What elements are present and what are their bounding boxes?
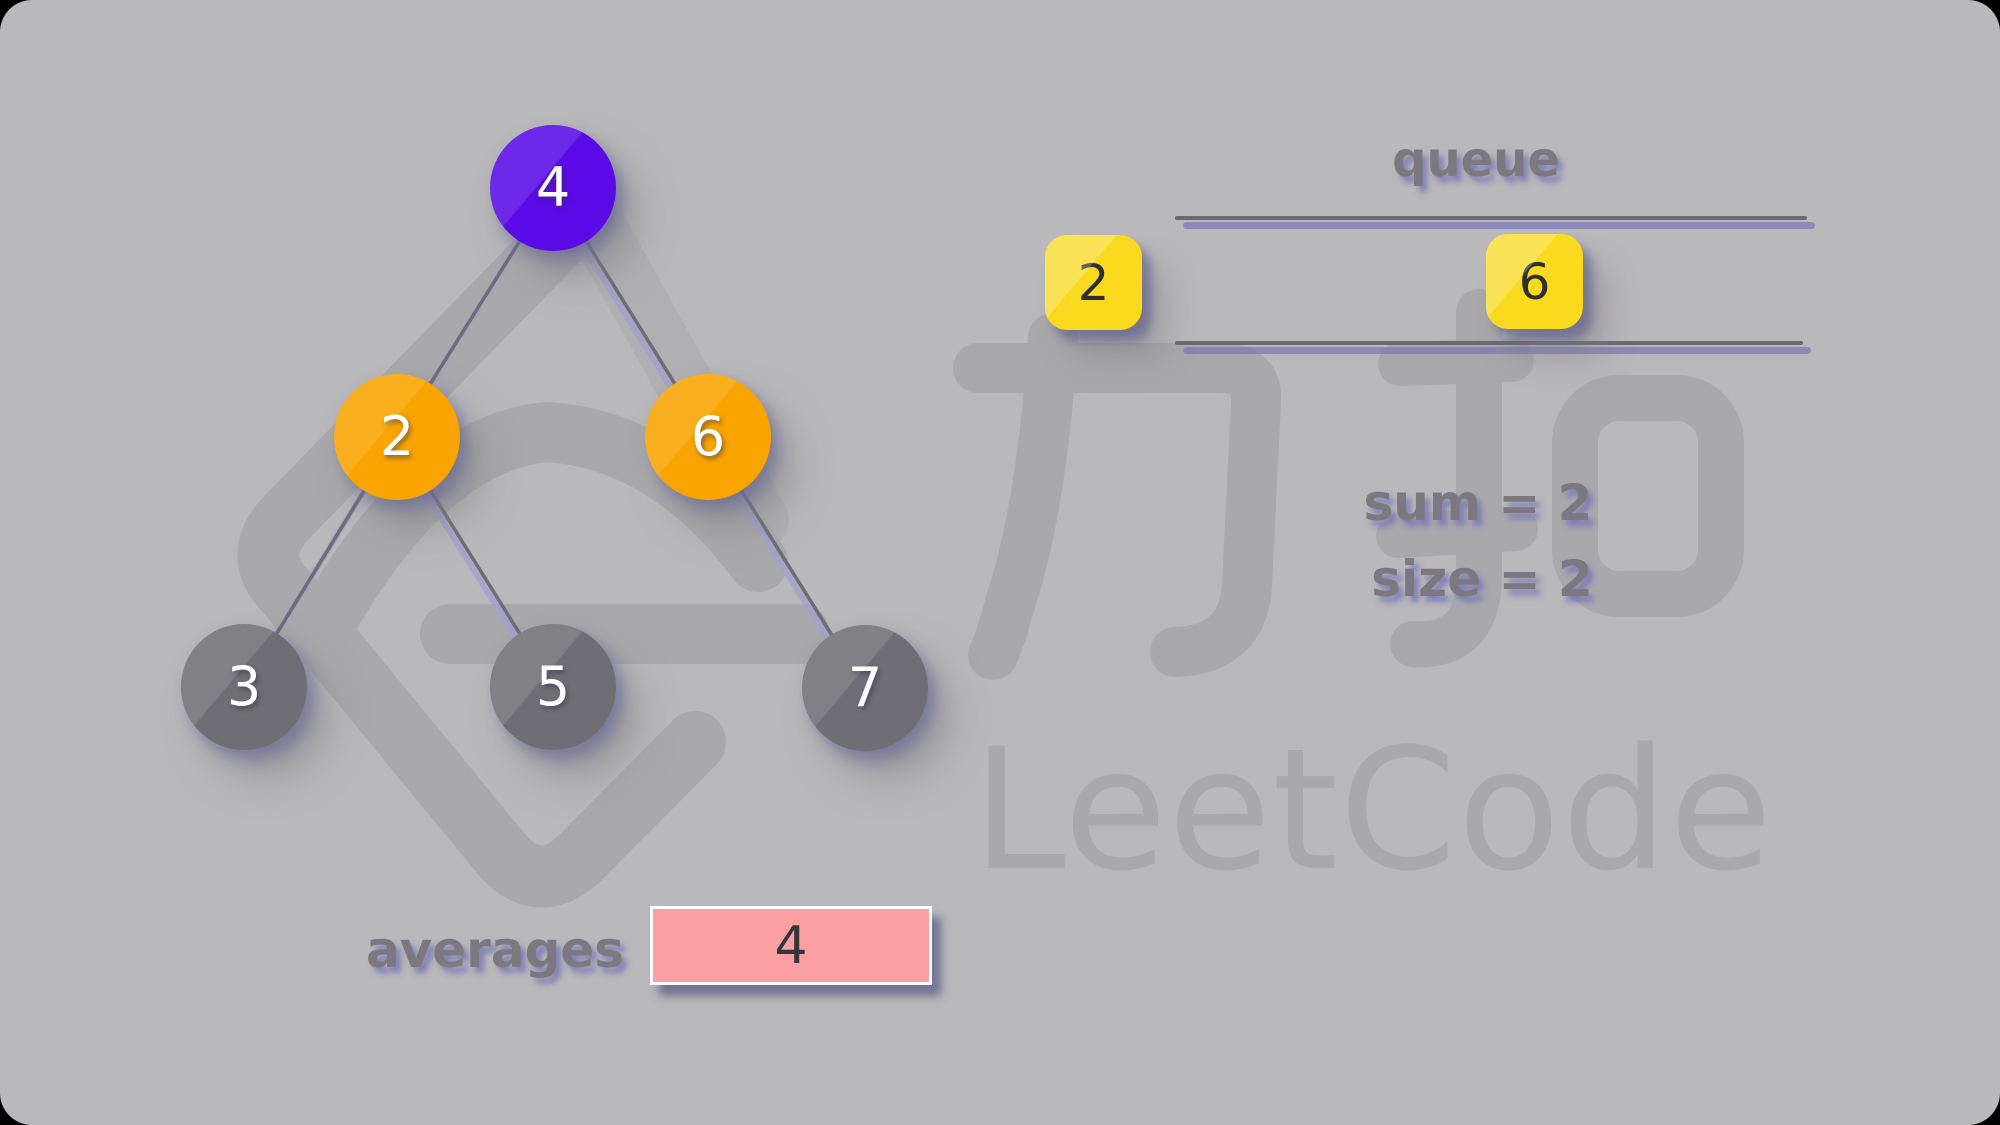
cn-character-li-icon (953, 313, 1282, 680)
tree-node-unvisited: 5 (490, 624, 616, 750)
tree-node-in-queue: 2 (334, 374, 460, 500)
tree-node-value: 7 (847, 656, 883, 719)
queue-title: queue (1392, 132, 1560, 188)
tree-node-value: 3 (226, 655, 262, 718)
leetcode-brand-watermark: LeetCode (972, 712, 1774, 908)
queue-item-value: 2 (1077, 253, 1110, 312)
tree-node-in-queue: 6 (645, 374, 771, 500)
tree-node-value: 6 (690, 405, 726, 468)
leetcode-logo-mark-icon (237, 183, 830, 908)
tree-node-unvisited: 3 (181, 624, 307, 750)
tree-node-value: 5 (535, 655, 571, 718)
averages-result-box: 4 (650, 906, 932, 985)
queue-item-value: 6 (1518, 252, 1551, 311)
tree-node-current: 4 (490, 125, 616, 251)
tree-node-unvisited: 7 (802, 625, 928, 751)
tree-node-value: 4 (535, 156, 571, 219)
averages-value: 4 (774, 915, 808, 976)
sum-stat: sum = 2 (1363, 474, 1593, 532)
tree-node-value: 2 (379, 405, 415, 468)
size-stat: size = 2 (1371, 550, 1593, 608)
cn-character-kou-icon (1376, 289, 1744, 668)
queue-item: 6 (1486, 234, 1583, 329)
queue-rail-top (1175, 216, 1815, 229)
queue-item: 2 (1045, 235, 1142, 330)
averages-label: averages (365, 921, 625, 979)
queue-rail-bottom (1175, 341, 1811, 354)
